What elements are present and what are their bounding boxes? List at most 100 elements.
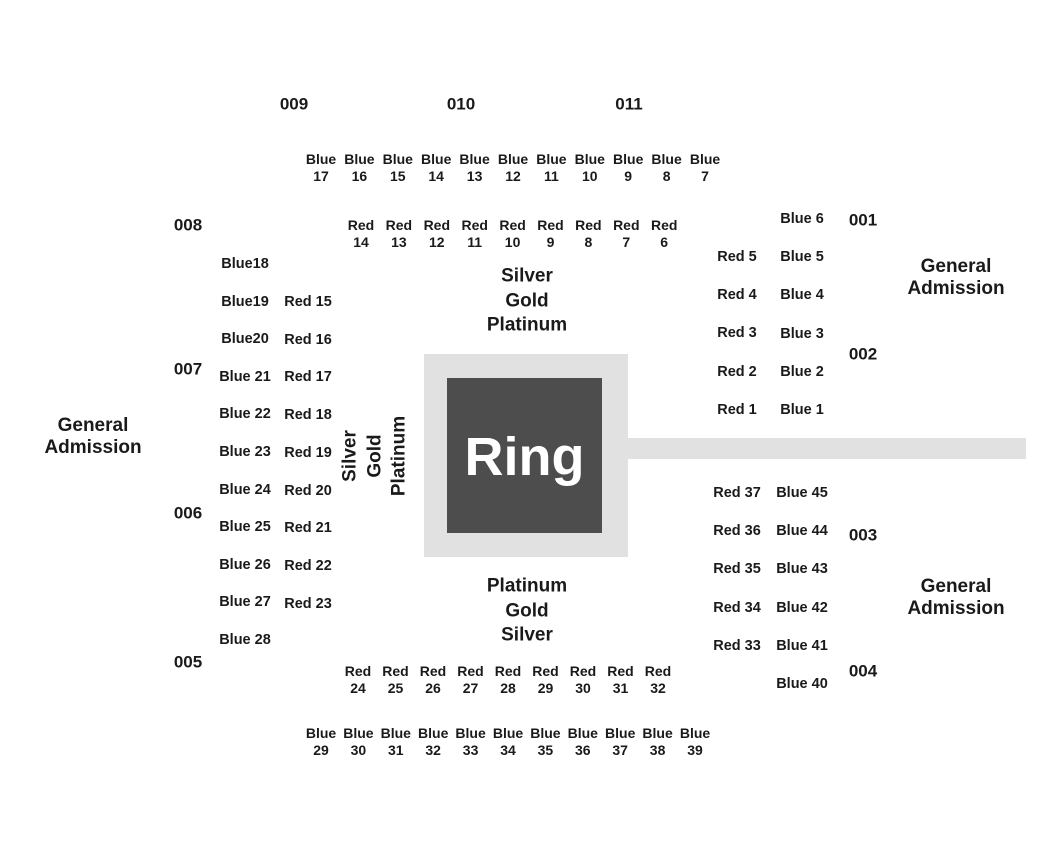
seat-left-red-2[interactable]: Red 17: [284, 369, 332, 386]
seat-bottom-red-2[interactable]: Red 26: [419, 663, 447, 696]
seat-right-lower-blue-0[interactable]: Blue 45: [776, 484, 828, 501]
seat-left-red-3[interactable]: Red 18: [284, 406, 332, 423]
seat-right-lower-blue-5[interactable]: Blue 40: [776, 675, 828, 692]
general-admission-right-bottom[interactable]: General Admission: [907, 576, 1005, 619]
seat-top-blue-9[interactable]: Blue 8: [651, 151, 682, 184]
seat-top-red-7[interactable]: Red 7: [613, 217, 640, 250]
seat-top-blue-3[interactable]: Blue 14: [421, 151, 452, 184]
seat-left-blue-1[interactable]: Blue19: [221, 293, 269, 310]
general-admission-right-top[interactable]: General Admission: [907, 256, 1005, 299]
seat-top-red-4[interactable]: Red 10: [499, 217, 526, 250]
seat-left-red-6[interactable]: Red 21: [284, 519, 332, 536]
seat-bottom-red-3[interactable]: Red 27: [457, 663, 484, 696]
seat-right-lower-blue-4[interactable]: Blue 41: [776, 637, 828, 654]
seat-right-lower-red-2[interactable]: Red 35: [713, 561, 761, 578]
seat-bottom-red-8[interactable]: Red 32: [644, 663, 672, 696]
section-011[interactable]: 011: [615, 94, 643, 114]
seat-top-blue-6[interactable]: Blue 11: [536, 151, 567, 184]
ring-label: Ring: [464, 426, 585, 487]
seat-left-red-7[interactable]: Red 22: [284, 557, 332, 574]
seat-top-blue-7[interactable]: Blue 10: [574, 151, 605, 184]
seat-top-blue-2[interactable]: Blue 15: [382, 151, 413, 184]
section-001[interactable]: 001: [848, 210, 878, 230]
seat-bottom-blue-6[interactable]: Blue 35: [530, 725, 561, 758]
seat-left-blue-5[interactable]: Blue 23: [219, 443, 271, 460]
seat-right-lower-red-3[interactable]: Red 34: [713, 599, 761, 616]
seat-bottom-red-7[interactable]: Red 31: [607, 663, 634, 696]
section-008[interactable]: 008: [173, 215, 203, 235]
seat-left-blue-8[interactable]: Blue 26: [219, 556, 271, 573]
seat-right-lower-blue-1[interactable]: Blue 44: [776, 522, 828, 539]
section-005[interactable]: 005: [173, 652, 203, 672]
seat-left-red-1[interactable]: Red 16: [284, 331, 332, 348]
seat-right-upper-red-1[interactable]: Red 4: [717, 286, 757, 303]
seat-left-blue-7[interactable]: Blue 25: [219, 518, 271, 535]
seat-bottom-blue-10[interactable]: Blue 39: [679, 725, 711, 758]
seat-bottom-blue-4[interactable]: Blue 33: [455, 725, 486, 758]
seat-left-blue-6[interactable]: Blue 24: [219, 481, 271, 498]
seat-top-blue-10[interactable]: Blue 7: [689, 151, 721, 184]
seat-right-upper-red-4[interactable]: Red 1: [717, 401, 757, 418]
seat-right-lower-blue-2[interactable]: Blue 43: [776, 561, 828, 578]
seat-top-blue-8[interactable]: Blue 9: [613, 151, 644, 184]
seat-top-red-1[interactable]: Red 13: [385, 217, 413, 250]
seat-bottom-red-4[interactable]: Red 28: [494, 663, 522, 696]
seat-right-upper-blue-4[interactable]: Blue 2: [780, 363, 824, 380]
seat-bottom-blue-3[interactable]: Blue 32: [418, 725, 449, 758]
seat-left-blue-3[interactable]: Blue 21: [219, 368, 271, 385]
seat-left-blue-9[interactable]: Blue 27: [219, 594, 271, 611]
tier-labels-north: Silver Gold Platinum: [486, 265, 568, 336]
seat-top-blue-4[interactable]: Blue 13: [459, 151, 490, 184]
seat-bottom-red-0[interactable]: Red 24: [344, 663, 372, 696]
seat-right-upper-blue-3[interactable]: Blue 3: [780, 325, 824, 342]
seat-bottom-blue-8[interactable]: Blue 37: [605, 725, 636, 758]
seat-right-lower-blue-3[interactable]: Blue 42: [776, 599, 828, 616]
seat-bottom-blue-9[interactable]: Blue 38: [642, 725, 673, 758]
seat-top-red-8[interactable]: Red 6: [650, 217, 678, 250]
seat-bottom-blue-2[interactable]: Blue 31: [380, 725, 411, 758]
seat-top-blue-1[interactable]: Blue 16: [344, 151, 375, 184]
seat-left-red-5[interactable]: Red 20: [284, 482, 332, 499]
seat-right-upper-blue-0[interactable]: Blue 6: [780, 210, 824, 227]
seat-right-upper-blue-2[interactable]: Blue 4: [780, 287, 824, 304]
section-002[interactable]: 002: [848, 344, 878, 364]
section-007[interactable]: 007: [173, 359, 203, 379]
seat-right-upper-red-0[interactable]: Red 5: [717, 248, 757, 265]
seat-top-red-6[interactable]: Red 8: [575, 217, 602, 250]
section-003[interactable]: 003: [848, 525, 878, 545]
seat-top-red-5[interactable]: Red 9: [537, 217, 564, 250]
seat-bottom-blue-1[interactable]: Blue 30: [343, 725, 374, 758]
seat-right-lower-red-4[interactable]: Red 33: [713, 637, 761, 654]
seat-left-red-0[interactable]: Red 15: [284, 293, 332, 310]
seat-right-lower-red-1[interactable]: Red 36: [713, 522, 761, 539]
ring[interactable]: Ring: [447, 378, 602, 533]
seat-right-lower-red-0[interactable]: Red 37: [713, 484, 761, 501]
seat-top-blue-5[interactable]: Blue 12: [497, 151, 529, 184]
seat-right-upper-red-3[interactable]: Red 2: [717, 363, 757, 380]
seat-bottom-blue-7[interactable]: Blue 36: [567, 725, 598, 758]
seat-top-red-2[interactable]: Red 12: [423, 217, 451, 250]
seat-left-blue-2[interactable]: Blue20: [221, 330, 269, 347]
seat-top-red-0[interactable]: Red 14: [347, 217, 375, 250]
seat-bottom-red-5[interactable]: Red 29: [532, 663, 559, 696]
seat-right-upper-blue-5[interactable]: Blue 1: [780, 401, 824, 418]
section-009[interactable]: 009: [279, 94, 309, 114]
seat-bottom-red-1[interactable]: Red 25: [382, 663, 409, 696]
tier-labels-west: Silver Gold Platinum: [339, 415, 410, 497]
seat-right-upper-red-2[interactable]: Red 3: [717, 325, 757, 342]
seat-right-upper-blue-1[interactable]: Blue 5: [780, 248, 824, 265]
seat-bottom-blue-0[interactable]: Blue 29: [305, 725, 337, 758]
seat-bottom-blue-5[interactable]: Blue 34: [492, 725, 524, 758]
seat-top-blue-0[interactable]: Blue 17: [305, 151, 337, 184]
section-006[interactable]: 006: [173, 503, 203, 523]
seat-top-red-3[interactable]: Red 11: [461, 217, 488, 250]
general-admission-left[interactable]: General Admission: [44, 415, 142, 458]
seat-left-blue-10[interactable]: Blue 28: [219, 631, 271, 648]
section-004[interactable]: 004: [848, 661, 878, 681]
seat-bottom-red-6[interactable]: Red 30: [569, 663, 597, 696]
seat-left-blue-4[interactable]: Blue 22: [219, 406, 271, 423]
seat-left-blue-0[interactable]: Blue18: [221, 255, 269, 272]
section-010[interactable]: 010: [446, 94, 476, 114]
seat-left-red-8[interactable]: Red 23: [284, 595, 332, 612]
seat-left-red-4[interactable]: Red 19: [284, 444, 332, 461]
